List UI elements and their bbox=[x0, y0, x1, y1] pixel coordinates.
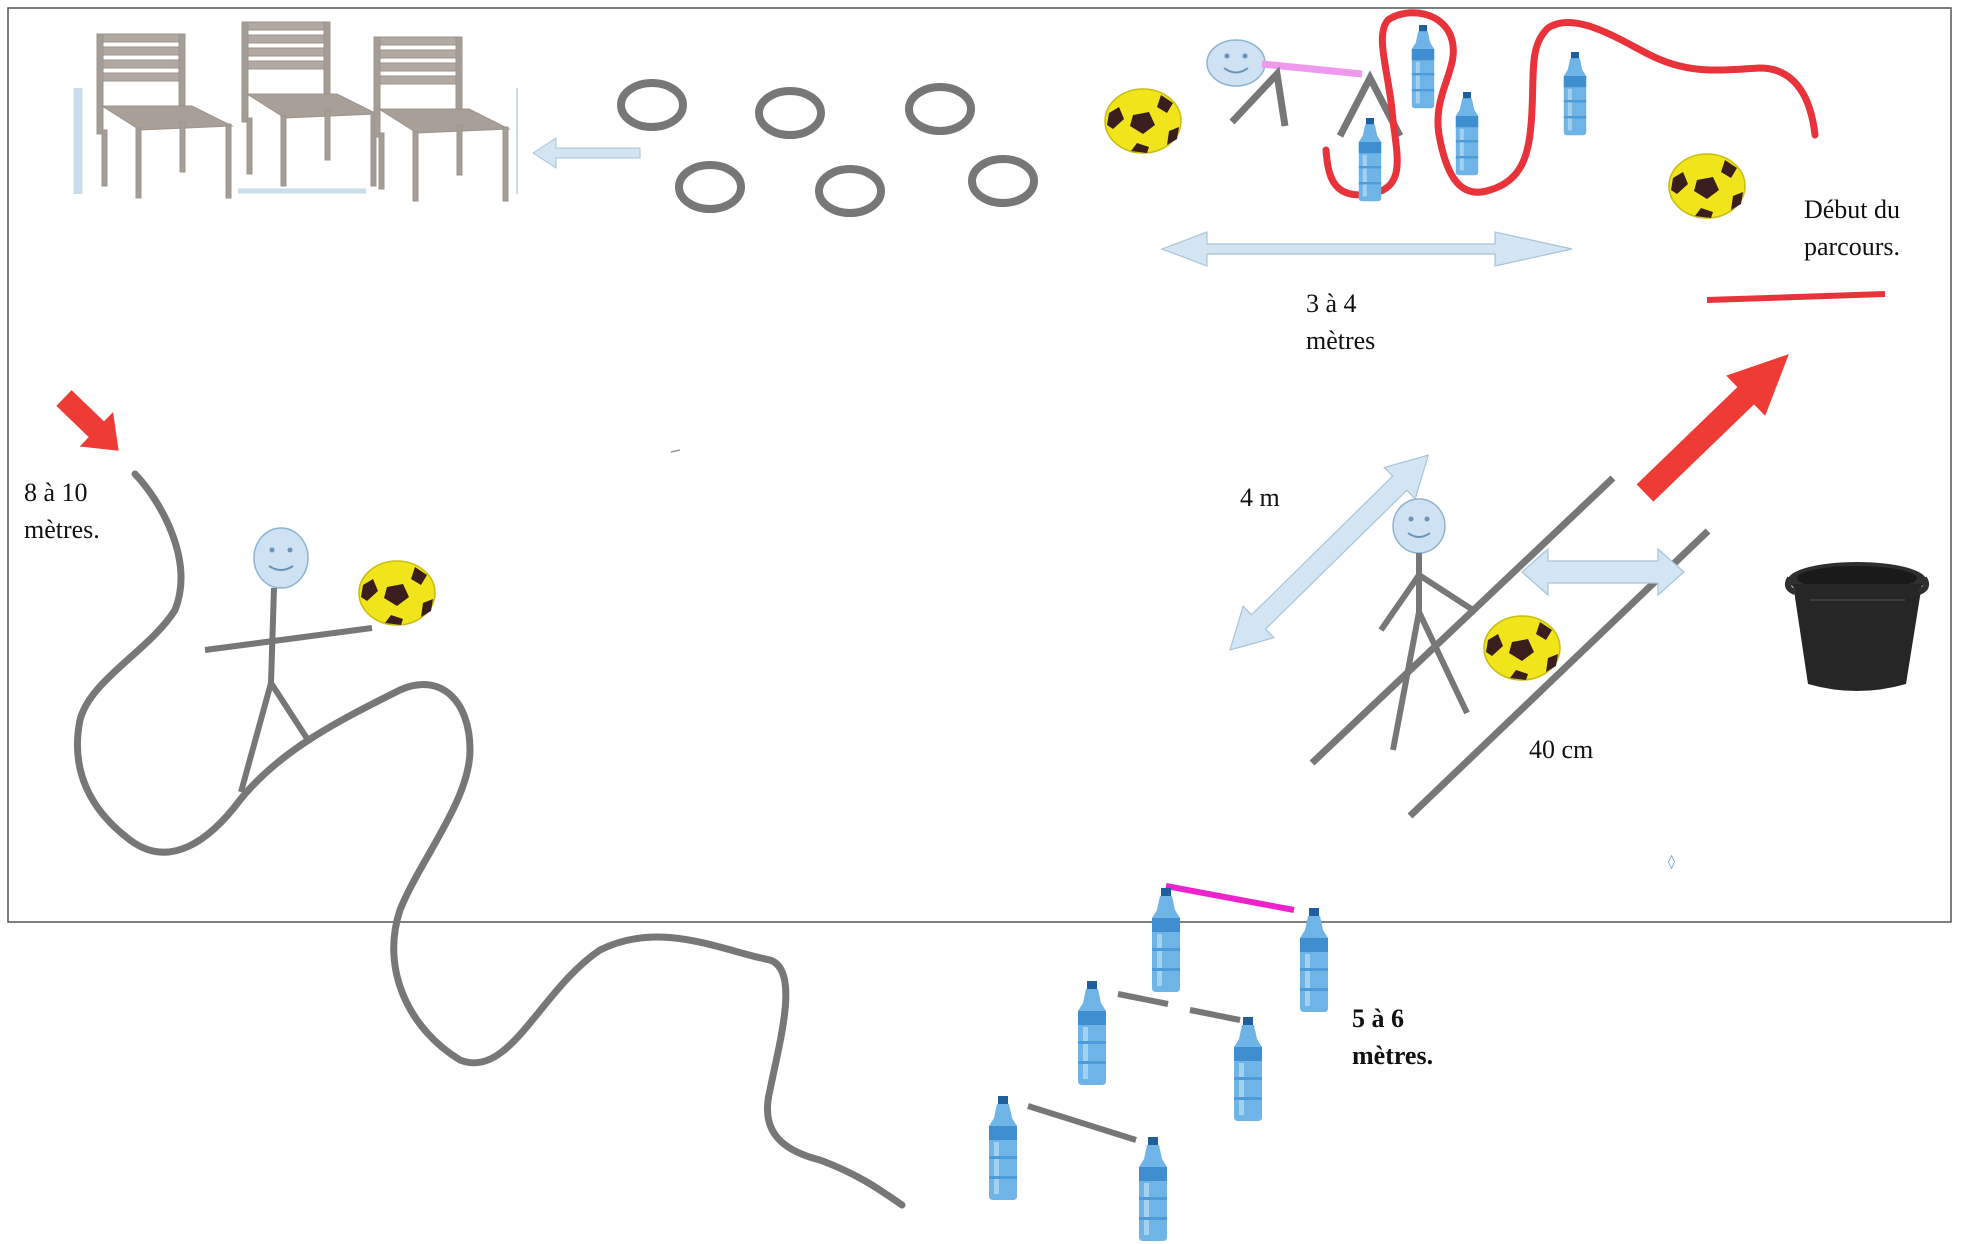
stray-mark: ◊ bbox=[1668, 854, 1675, 870]
distance-5-6-label: 5 à 6 mètres. bbox=[1352, 1000, 1433, 1074]
arrow-icon bbox=[1229, 454, 1430, 651]
distance-3-4-line2: mètres bbox=[1306, 326, 1376, 355]
water-bottle-icon bbox=[1358, 118, 1382, 202]
arrow-icon bbox=[1636, 354, 1789, 502]
water-bottle-icon bbox=[1455, 92, 1479, 176]
distance-5-6-line1: 5 à 6 bbox=[1352, 1004, 1404, 1033]
chairs-group bbox=[73, 21, 518, 202]
distance-8-10-line2: mètres. bbox=[24, 515, 100, 544]
arrow-icon bbox=[532, 137, 641, 169]
start-line bbox=[1706, 291, 1886, 303]
distance-8-10-line1: 8 à 10 bbox=[24, 478, 88, 507]
stick-figure-icon bbox=[1378, 498, 1478, 751]
water-bottle-icon bbox=[989, 1096, 1017, 1200]
stick-figure-icon bbox=[1206, 39, 1266, 87]
water-bottle-icon bbox=[1300, 908, 1328, 1012]
distance-40cm-label: 40 cm bbox=[1529, 735, 1594, 764]
start-label: Début du parcours. bbox=[1782, 191, 1922, 265]
arrow-icon bbox=[1521, 547, 1685, 597]
water-bottle-icon bbox=[1139, 1137, 1167, 1241]
soccer-ball-icon bbox=[1104, 88, 1182, 154]
soccer-ball-icon bbox=[1668, 153, 1746, 219]
chair-icon bbox=[373, 36, 510, 202]
distance-3-4-label: 3 à 4 mètres bbox=[1306, 285, 1375, 359]
start-label-line2: parcours. bbox=[1803, 232, 1900, 261]
winding-rope bbox=[73, 470, 906, 1209]
chair-icon bbox=[241, 21, 378, 187]
start-label-line1: Début du bbox=[1803, 195, 1901, 224]
water-bottle-icon bbox=[1152, 888, 1180, 992]
water-bottle-icon bbox=[1411, 25, 1435, 109]
hoop-ring-icon bbox=[621, 83, 683, 127]
rope-grey bbox=[1027, 1103, 1137, 1143]
water-bottle-icon bbox=[1078, 981, 1106, 1085]
arrow-icon bbox=[56, 390, 119, 451]
hoop-ring-icon bbox=[909, 87, 971, 131]
hoops-group bbox=[621, 83, 1034, 213]
rope-grey bbox=[1117, 991, 1169, 1007]
water-bottle-icon bbox=[1563, 52, 1587, 136]
hoop-ring-icon bbox=[819, 169, 881, 213]
bucket-icon bbox=[1784, 562, 1930, 691]
arrow-icon bbox=[1160, 231, 1573, 267]
stick-figure-leg bbox=[1229, 66, 1289, 127]
distance-4m-label: 4 m bbox=[1240, 483, 1280, 512]
bar-magenta bbox=[1165, 883, 1295, 913]
slalom-path bbox=[1322, 9, 1819, 199]
water-bottle-icon bbox=[1234, 1017, 1262, 1121]
soccer-ball-icon bbox=[358, 560, 436, 626]
soccer-ball-icon bbox=[1483, 615, 1561, 681]
distance-8-10-label: 8 à 10 mètres. bbox=[24, 474, 100, 548]
distance-3-4-line1: 3 à 4 bbox=[1306, 289, 1357, 318]
rope-grey bbox=[1189, 1007, 1241, 1023]
field-border bbox=[7, 7, 1952, 923]
distance-5-6-line2: mètres. bbox=[1352, 1041, 1434, 1070]
stick-figure-icon bbox=[204, 527, 373, 793]
hoop-ring-icon bbox=[759, 91, 821, 135]
guide-line bbox=[1309, 475, 1616, 766]
bar-pink bbox=[1261, 60, 1363, 78]
chair-icon bbox=[96, 33, 233, 199]
hoop-ring-icon bbox=[679, 165, 741, 209]
stray-mark bbox=[670, 449, 681, 453]
hoop-ring-icon bbox=[972, 159, 1034, 203]
